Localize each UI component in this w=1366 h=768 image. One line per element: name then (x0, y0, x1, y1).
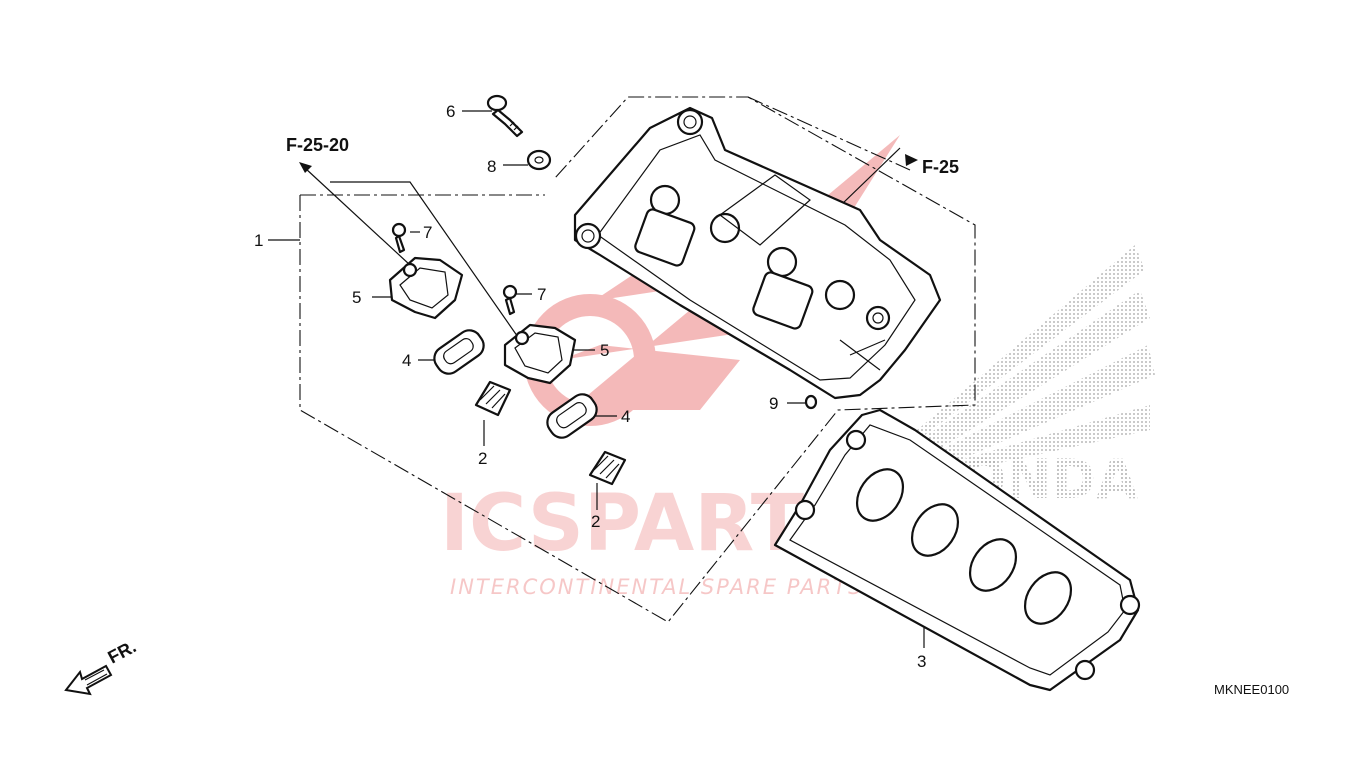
reference-f-25: F-25 (922, 157, 959, 177)
callout-4-left: 4 (402, 351, 411, 370)
diagram-code: MKNEE0100 (1214, 682, 1289, 697)
filter-element-left (433, 329, 485, 375)
reference-arrow-f-25-20 (299, 162, 312, 173)
breather-plate-right (503, 323, 577, 385)
callout-7-upper: 7 (423, 223, 432, 242)
reference-f-25-20: F-25-20 (286, 135, 349, 155)
grommet-9 (804, 394, 818, 410)
arrow-down-left-icon (64, 664, 113, 696)
reference-arrow-f-25 (905, 154, 918, 166)
washer-8 (526, 149, 552, 171)
callout-1: 1 (254, 231, 263, 250)
callout-6: 6 (446, 102, 455, 121)
callout-2-lower: 2 (591, 512, 600, 531)
seal-upper (474, 380, 512, 417)
callout-5-right: 5 (600, 341, 609, 360)
callout-2-upper: 2 (478, 449, 487, 468)
honda-wing-logo-icon (870, 245, 1155, 470)
callout-3: 3 (917, 652, 926, 671)
callout-9: 9 (769, 394, 778, 413)
callout-7-lower: 7 (537, 285, 546, 304)
bolt-7-upper (391, 222, 407, 254)
assembly-boundaries (299, 96, 976, 623)
bolt-6 (486, 94, 524, 138)
breather-plate-left (388, 256, 464, 320)
callout-4-right: 4 (621, 407, 630, 426)
seal-lower (588, 450, 627, 486)
callout-5-left: 5 (352, 288, 361, 307)
bolt-7-lower (502, 284, 518, 316)
head-cover-gasket (773, 408, 1141, 692)
ics-tagline-watermark: INTERCONTINENTAL SPARE PARTS (450, 575, 863, 599)
cylinder-head-cover (573, 106, 942, 400)
front-direction-label: FR. (104, 636, 139, 667)
callout-8: 8 (487, 157, 496, 176)
filter-element-right (546, 393, 598, 439)
